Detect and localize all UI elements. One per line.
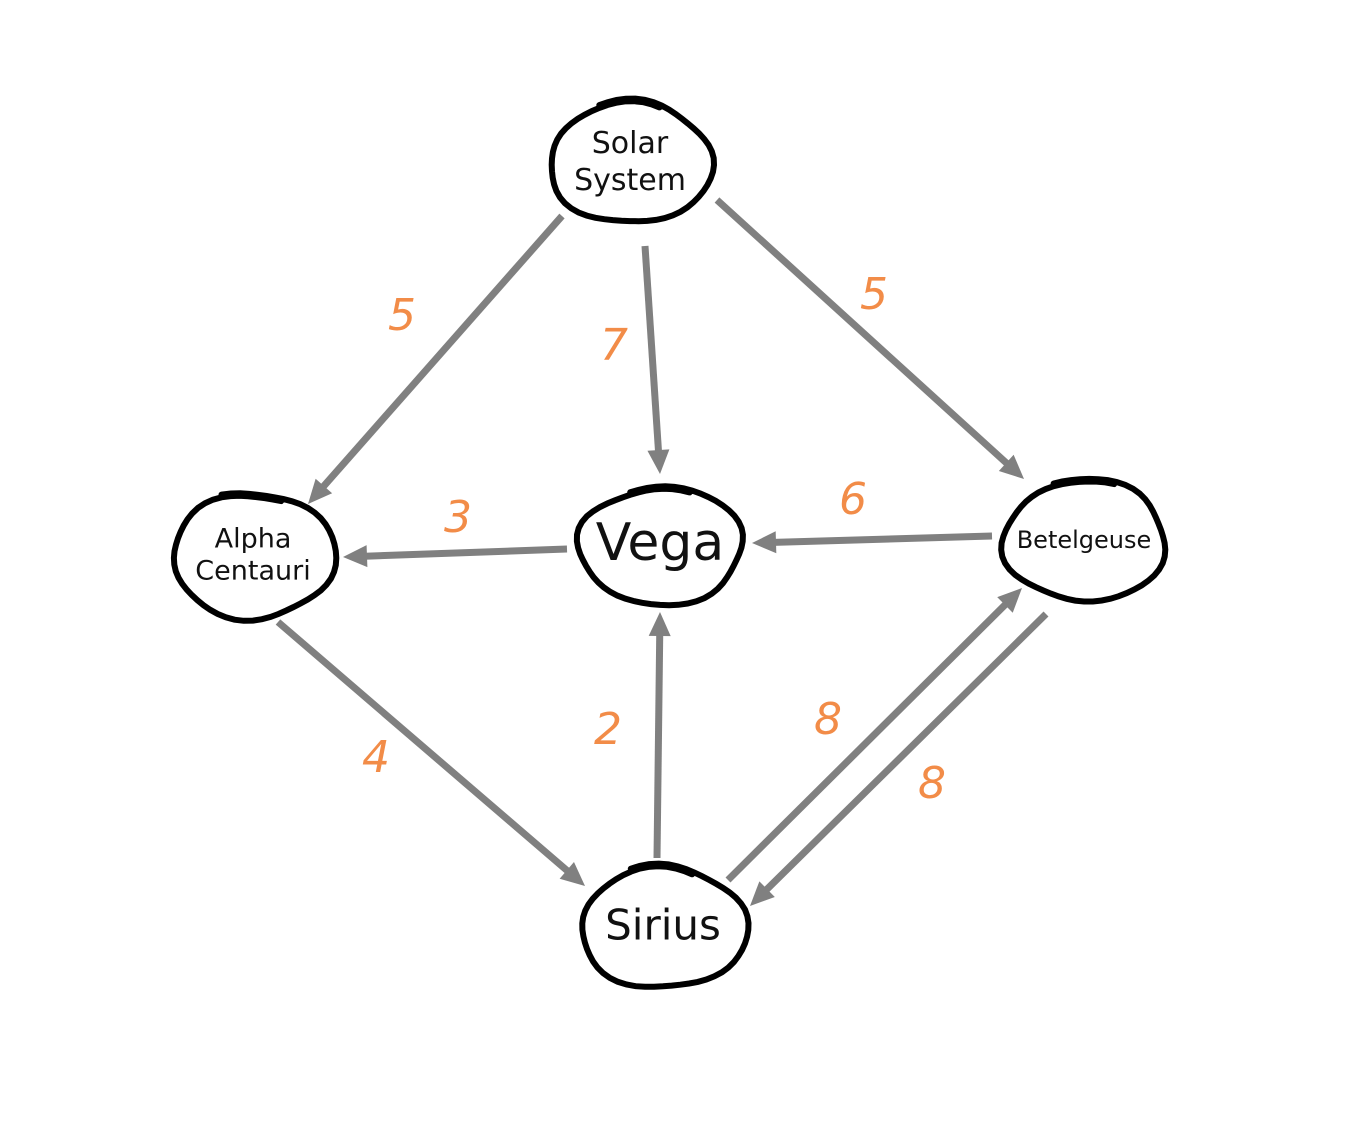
edge-solar-to-betelgeuse: 5 xyxy=(714,197,1024,479)
arrowhead-icon xyxy=(750,881,775,906)
edge-sirius-to-betelgeuse: 8 xyxy=(725,588,1022,883)
edge-line xyxy=(714,197,1011,467)
arrowhead-icon xyxy=(752,531,777,554)
node-outline xyxy=(170,490,340,624)
node-label: Alpha xyxy=(215,524,292,555)
edge-weight-label: 8 xyxy=(918,758,946,809)
edge-line xyxy=(725,601,1009,883)
node-sirius: Sirius xyxy=(579,860,752,990)
edges-layer: 5 7 5 3 6 4 2 8 8 xyxy=(275,197,1049,906)
edge-vega-to-alpha: 3 xyxy=(343,492,568,568)
edge-sirius-to-vega: 2 xyxy=(594,612,671,859)
node-betelgeuse: Betelgeuse xyxy=(998,475,1169,605)
arrowhead-icon xyxy=(647,449,670,474)
arrowhead-icon xyxy=(648,612,671,637)
edge-line xyxy=(763,611,1049,894)
arrowhead-icon xyxy=(308,478,333,504)
edge-weight-label: 8 xyxy=(814,694,842,745)
edge-line xyxy=(641,245,663,453)
arrowhead-icon xyxy=(559,862,585,886)
edge-solar-to-alpha: 5 xyxy=(308,213,565,504)
edge-weight-label: 5 xyxy=(388,290,416,341)
node-outline xyxy=(579,860,752,990)
edge-alpha-to-sirius: 4 xyxy=(275,619,585,886)
edge-weight-label: 3 xyxy=(444,492,472,543)
arrowhead-icon xyxy=(343,545,368,568)
edge-line xyxy=(319,213,565,490)
edge-weight-label: 2 xyxy=(594,704,622,755)
edge-betelgeuse-to-sirius: 8 xyxy=(750,611,1049,906)
node-label: Solar xyxy=(592,126,669,161)
node-vega: Vega xyxy=(573,483,746,609)
node-label: Vega xyxy=(596,513,724,573)
node-outline xyxy=(548,95,718,225)
node-outline xyxy=(573,483,746,609)
arrowhead-icon xyxy=(997,588,1022,613)
node-label: System xyxy=(574,163,686,198)
edge-line xyxy=(364,545,568,560)
edge-weight-label: 4 xyxy=(362,732,390,783)
edge-betelgeuse-to-vega: 6 xyxy=(752,474,993,554)
edge-line xyxy=(773,532,993,546)
edge-weight-label: 7 xyxy=(600,320,628,371)
edge-solar-to-vega: 7 xyxy=(600,245,670,474)
edge-line xyxy=(653,633,664,859)
edge-weight-label: 5 xyxy=(860,269,888,320)
edge-weight-label: 6 xyxy=(839,474,867,525)
node-label: Sirius xyxy=(605,901,721,950)
node-label: Centauri xyxy=(195,556,310,587)
node-outline xyxy=(998,475,1169,605)
node-label: Betelgeuse xyxy=(1017,526,1152,554)
arrowhead-icon xyxy=(998,454,1024,479)
edge-line xyxy=(275,619,571,875)
